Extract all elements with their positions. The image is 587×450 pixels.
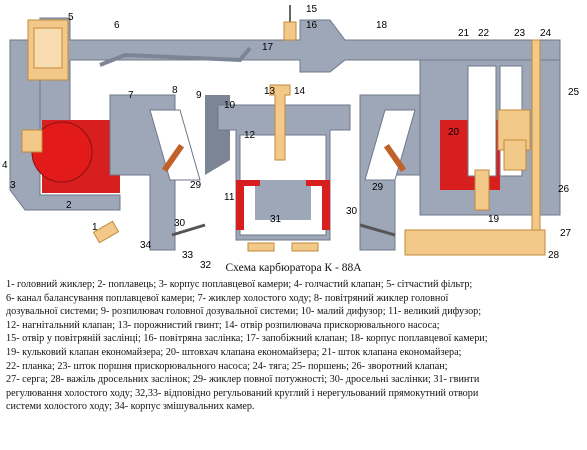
callout: 1 — [92, 222, 98, 233]
callout: 22 — [478, 28, 490, 39]
callout: 11 — [224, 192, 235, 203]
callout: 6 — [114, 20, 120, 31]
legend-line: 22- планка; 23- шток поршня прискорюваль… — [6, 360, 448, 372]
callout: 18 — [376, 20, 388, 31]
callout-labels: 1 2 3 4 5 6 7 8 9 10 11 12 13 14 15 16 1… — [2, 4, 580, 271]
callout: 20 — [448, 127, 460, 138]
callout: 29 — [190, 180, 202, 191]
legend-line: 15- отвір у повітряній заслінці; 16- пов… — [6, 333, 488, 345]
callout: 23 — [514, 28, 526, 39]
callout: 30 — [346, 206, 358, 217]
callout: 9 — [196, 90, 202, 101]
callout: 27 — [560, 228, 572, 239]
legend-line: регулювання холостого ходу; 32,33- відпо… — [6, 387, 479, 399]
legend-line: 19- кульковий клапан економайзера; 20- ш… — [6, 346, 462, 358]
callout: 31 — [270, 214, 282, 225]
callout: 26 — [558, 184, 570, 195]
callout: 30 — [174, 218, 186, 229]
callout: 4 — [2, 160, 8, 171]
callout: 34 — [140, 240, 152, 251]
callout: 5 — [68, 12, 74, 23]
legend-line: 12- нагнітальний клапан; 13- порожнистий… — [6, 319, 440, 331]
callout: 17 — [262, 42, 274, 53]
carburetor-diagram: 1 2 3 4 5 6 7 8 9 10 11 12 13 14 15 16 1… — [2, 4, 580, 271]
legend-line: 27- серга; 28- важіль дросельних засліно… — [6, 374, 480, 386]
diagram-title: Схема карбюратора К - 88А — [225, 262, 362, 274]
legend-line: 6- канал балансування поплавцевої камери… — [6, 292, 449, 304]
callout: 8 — [172, 85, 178, 96]
callout: 14 — [294, 86, 306, 97]
callout: 28 — [548, 250, 560, 261]
callout: 32 — [200, 260, 212, 271]
callout: 33 — [182, 250, 194, 261]
callout: 19 — [488, 214, 500, 225]
callout: 2 — [66, 200, 72, 211]
callout: 7 — [128, 90, 134, 101]
callout: 25 — [568, 87, 580, 98]
callout: 21 — [458, 28, 470, 39]
callout: 15 — [306, 4, 318, 15]
legend-line: системи холостого ходу; 34- корпус змішу… — [6, 401, 255, 413]
callout: 24 — [540, 28, 552, 39]
callout: 13 — [264, 86, 276, 97]
callout: 12 — [244, 130, 256, 141]
callout: 29 — [372, 182, 384, 193]
callout: 16 — [306, 20, 318, 31]
callout: 3 — [10, 180, 16, 191]
legend-line: 1- головний жиклер; 2- поплавець; 3- кор… — [6, 279, 473, 290]
callout: 10 — [224, 100, 236, 111]
legend: 1- головний жиклер; 2- поплавець; 3- кор… — [6, 278, 584, 414]
legend-line: дозувальної системи; 9- розпилювач голов… — [6, 306, 482, 318]
carburetor-body — [9, 5, 561, 256]
